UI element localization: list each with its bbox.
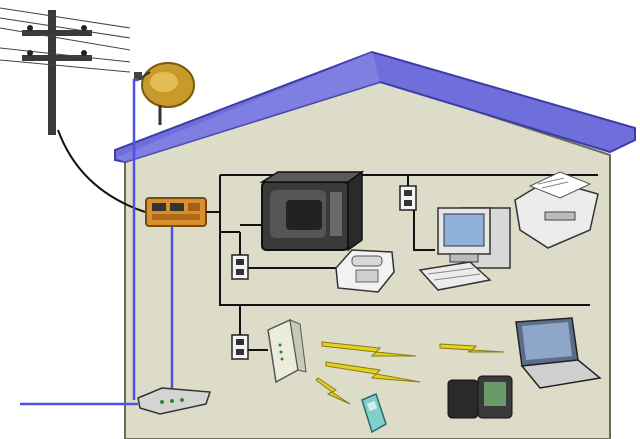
router-icon: [137, 387, 212, 415]
wall-jack-icon: [399, 185, 417, 211]
pda-icon: [447, 375, 513, 419]
roof-ridge-shadow: [115, 52, 380, 162]
television-icon: [259, 170, 365, 252]
telephone-icon: [335, 249, 395, 293]
wall-jack-icon: [231, 334, 249, 360]
telephone-drop-wire: [57, 129, 146, 213]
modem-icon: [267, 318, 307, 384]
wireless-signal-icon: [315, 341, 505, 405]
cell-phone-icon: [361, 392, 387, 434]
wall-jack-icon: [231, 254, 249, 280]
desktop-computer-icon: [418, 207, 511, 291]
junction-box-icon: [145, 197, 207, 227]
laptop-icon: [515, 317, 602, 389]
satellite-dish-icon: [134, 62, 195, 125]
fax-machine-icon: [514, 171, 599, 249]
coax-cable: [20, 78, 174, 406]
utility-pole-icon: [0, 7, 131, 135]
